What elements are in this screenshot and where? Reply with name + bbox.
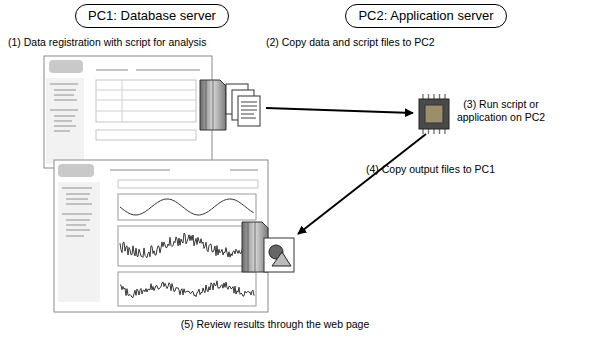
chip-pin [433, 94, 434, 99]
chip-pin [444, 94, 445, 99]
chart-line [120, 199, 254, 215]
machine-header: PC1: Database server [75, 4, 229, 28]
file-icon [200, 80, 260, 130]
cpu-chip [414, 94, 454, 339]
chip-pin [422, 129, 423, 134]
step-label: (1) Data registration with script for an… [8, 36, 206, 49]
output-file-icon [242, 222, 294, 272]
chart-lines [120, 199, 254, 297]
chart-line [120, 233, 254, 258]
chip-pin [428, 94, 429, 99]
web-screenshot [44, 56, 212, 168]
chip-pin [439, 94, 440, 99]
web-screenshot [54, 160, 268, 312]
step-label: (4) Copy output files to PC1 [366, 163, 495, 176]
machine-header: PC2: Application server [345, 4, 506, 28]
step-label: (3) Run script or application on PC2 [455, 98, 547, 124]
header-text: PC2: Application server [358, 8, 493, 23]
chip-pin [444, 129, 445, 134]
chip-pin [439, 129, 440, 134]
step-label: (5) Review results through the web page [181, 318, 370, 331]
chart-line [120, 281, 254, 298]
step-label: (2) Copy data and script files to PC2 [266, 36, 435, 49]
chip-pin [433, 129, 434, 134]
copy-arrow [266, 108, 413, 113]
chip-pin [428, 129, 429, 134]
copy-arrow [298, 134, 426, 234]
header-text: PC1: Database server [88, 8, 216, 23]
chip-pin [422, 94, 423, 99]
